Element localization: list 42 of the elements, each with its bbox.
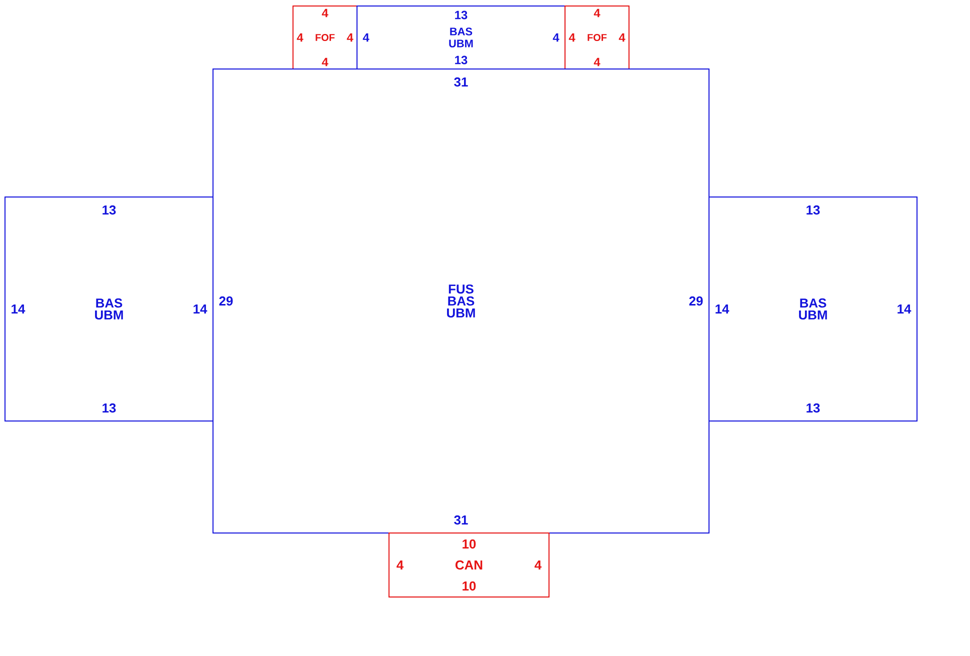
dimension-number: 4 bbox=[322, 8, 328, 18]
room-box bbox=[4, 196, 214, 422]
room-label: FOF bbox=[316, 34, 335, 42]
room-box bbox=[708, 196, 918, 422]
room-label: FOF bbox=[588, 34, 607, 42]
room-box bbox=[212, 68, 710, 534]
dimension-number: 14 bbox=[716, 304, 730, 314]
dimension-number: 4 bbox=[296, 33, 304, 42]
room-box bbox=[292, 6, 358, 70]
dimension-number: 29 bbox=[219, 296, 233, 306]
room-box bbox=[388, 532, 550, 598]
dimension-number: 4 bbox=[552, 33, 560, 42]
room-label: FUS BAS UBM bbox=[447, 284, 475, 318]
dimension-number: 31 bbox=[454, 77, 468, 87]
dimension-number: 4 bbox=[594, 58, 600, 66]
dimension-number: 10 bbox=[462, 539, 476, 549]
dimension-number: 13 bbox=[102, 205, 116, 215]
dimension-number: 14 bbox=[898, 304, 912, 314]
dimension-number: 13 bbox=[455, 10, 468, 20]
dimension-number: 4 bbox=[534, 560, 542, 570]
dimension-number: 14 bbox=[194, 304, 208, 314]
room-label: BAS UBM bbox=[449, 28, 473, 48]
room-box bbox=[564, 6, 630, 70]
dimension-number: 31 bbox=[454, 515, 468, 525]
dimension-number: 4 bbox=[568, 33, 576, 42]
dimension-number: 10 bbox=[462, 581, 476, 591]
dimension-number: 4 bbox=[594, 8, 600, 18]
dimension-number: 14 bbox=[12, 304, 26, 314]
dimension-number: 13 bbox=[806, 205, 820, 215]
dimension-number: 13 bbox=[102, 403, 116, 413]
room-label: CAN bbox=[456, 560, 482, 570]
room-label: BAS UBM bbox=[95, 298, 123, 320]
dimension-number: 4 bbox=[346, 33, 354, 42]
dimension-number: 4 bbox=[362, 33, 370, 42]
dimension-number: 4 bbox=[396, 560, 404, 570]
dimension-number: 13 bbox=[806, 403, 820, 413]
dimension-number: 4 bbox=[618, 33, 626, 42]
dimension-number: 4 bbox=[322, 58, 328, 66]
room-label: BAS UBM bbox=[799, 298, 827, 320]
room-box bbox=[356, 6, 566, 70]
dimension-number: 29 bbox=[689, 296, 703, 306]
dimension-number: 13 bbox=[455, 56, 468, 64]
